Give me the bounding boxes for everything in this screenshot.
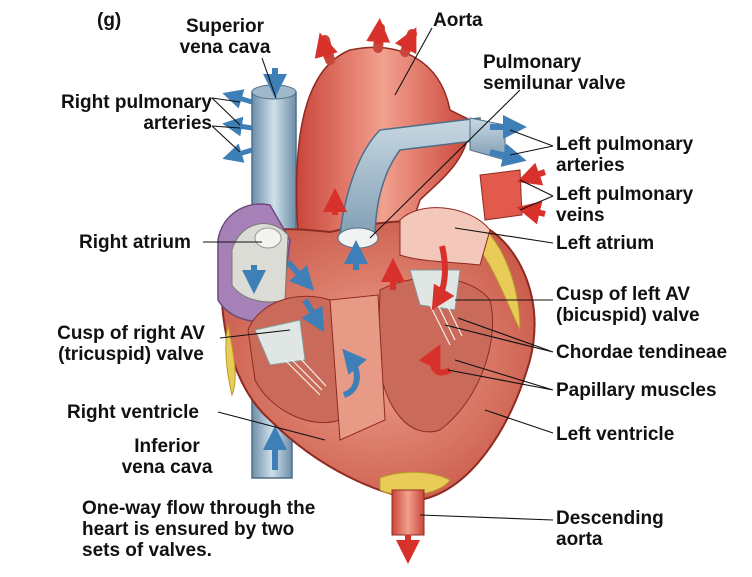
- label-left-atrium: Left atrium: [556, 233, 655, 254]
- label-chordae-tendineae: Chordae tendineae: [556, 342, 728, 363]
- leader-lines: [203, 27, 554, 521]
- label-aorta: Aorta: [433, 10, 483, 31]
- descending-aorta: [391, 489, 425, 536]
- label-right-atrium: Right atrium: [79, 232, 191, 253]
- panel-tag: (g): [97, 10, 122, 31]
- label-papillary-muscles: Papillary muscles: [556, 380, 717, 401]
- coronary-fat: [479, 223, 521, 331]
- flow-arrows-blue: [242, 68, 527, 470]
- label-cusp-left-av: Cusp of left AV(bicuspid) valve: [556, 284, 700, 326]
- chordae: [284, 302, 463, 396]
- tricuspid-valve: [254, 319, 306, 366]
- right-pulmonary-arrows: [222, 89, 253, 163]
- label-left-ventricle: Left ventricle: [556, 424, 675, 445]
- label-right-ventricle: Right ventricle: [67, 402, 199, 423]
- left-atrium: [399, 207, 491, 266]
- flow-arrows-red: [314, 18, 546, 564]
- label-cusp-right-av: Cusp of right AV(tricuspid) valve: [57, 323, 205, 365]
- left-pulmonary-veins: [479, 169, 523, 221]
